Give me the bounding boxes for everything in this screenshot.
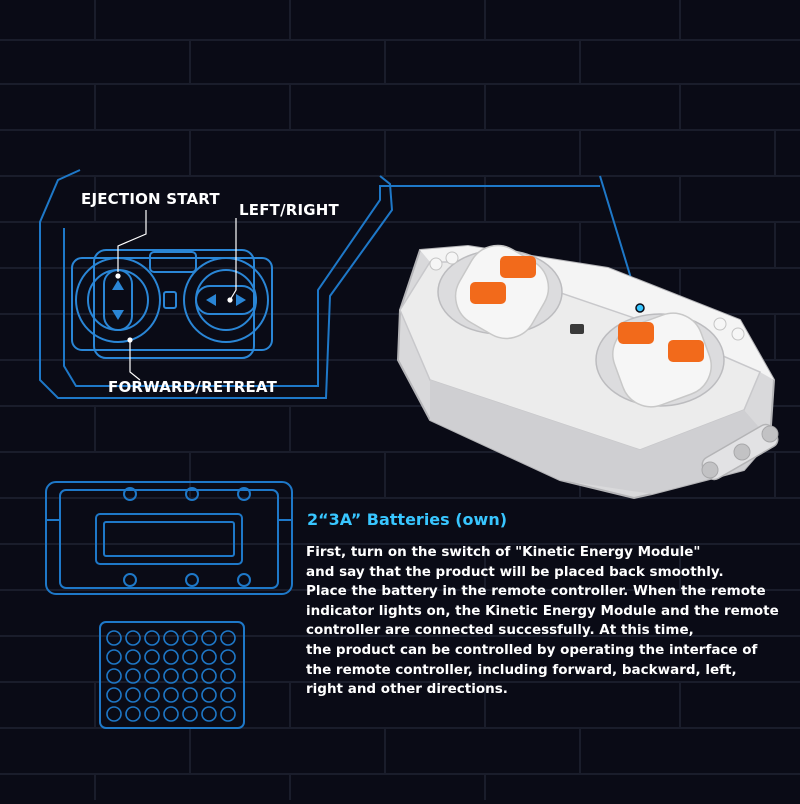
instruction-line: and say that the product will be placed … xyxy=(306,563,724,580)
instruction-line: indicator lights on, the Kinetic Energy … xyxy=(306,602,779,619)
cover-stud xyxy=(163,630,179,646)
instruction-line: the product can be controlled by operati… xyxy=(306,641,758,658)
cover-stud xyxy=(163,649,179,665)
remote-blueprint xyxy=(71,249,273,359)
cover-stud xyxy=(144,687,160,703)
cover-stud xyxy=(182,706,198,722)
cover-stud xyxy=(220,706,236,722)
left-right-label: LEFT/RIGHT xyxy=(239,201,339,219)
instruction-line: the remote controller, including forward… xyxy=(306,661,737,678)
battery-compartment-blueprint xyxy=(45,481,293,595)
cover-stud xyxy=(106,687,122,703)
cover-stud xyxy=(201,630,217,646)
instruction-line: right and other directions. xyxy=(306,681,508,698)
cover-stud xyxy=(106,649,122,665)
cover-stud xyxy=(144,630,160,646)
cover-stud xyxy=(163,687,179,703)
cover-stud xyxy=(144,706,160,722)
cover-stud xyxy=(201,649,217,665)
cover-stud xyxy=(182,668,198,684)
cover-stud xyxy=(220,668,236,684)
cover-stud xyxy=(125,668,141,684)
instructions-paragraph: First, turn on the switch of "Kinetic En… xyxy=(306,543,798,700)
cover-stud xyxy=(125,706,141,722)
instruction-line: controller are connected successfully. A… xyxy=(306,622,694,639)
cover-stud xyxy=(144,668,160,684)
forward-retreat-label: FORWARD/RETREAT xyxy=(108,378,278,396)
battery-heading: 2“3A” Batteries (own) xyxy=(307,510,508,529)
cover-stud xyxy=(182,687,198,703)
cover-stud xyxy=(106,668,122,684)
cover-stud xyxy=(163,706,179,722)
cover-stud xyxy=(163,668,179,684)
cover-stud xyxy=(125,630,141,646)
cover-stud xyxy=(220,649,236,665)
cover-stud xyxy=(220,687,236,703)
ejection-start-label: EJECTION START xyxy=(81,190,220,208)
cover-stud xyxy=(182,649,198,665)
remote-controller-product xyxy=(396,244,779,500)
cover-stud xyxy=(201,668,217,684)
callout-leaders xyxy=(115,210,237,381)
remote-blueprint-arrows xyxy=(112,280,246,320)
battery-cover-blueprint xyxy=(99,621,245,729)
cover-stud xyxy=(125,687,141,703)
cover-stud xyxy=(125,649,141,665)
cover-stud xyxy=(106,630,122,646)
instruction-line: Place the battery in the remote controll… xyxy=(306,583,766,600)
cover-stud xyxy=(220,630,236,646)
cover-stud xyxy=(201,706,217,722)
instruction-line: First, turn on the switch of "Kinetic En… xyxy=(306,544,701,560)
battery-cover-studs xyxy=(106,630,236,722)
cover-stud xyxy=(106,706,122,722)
cover-stud xyxy=(144,649,160,665)
cover-stud xyxy=(182,630,198,646)
cover-stud xyxy=(201,687,217,703)
